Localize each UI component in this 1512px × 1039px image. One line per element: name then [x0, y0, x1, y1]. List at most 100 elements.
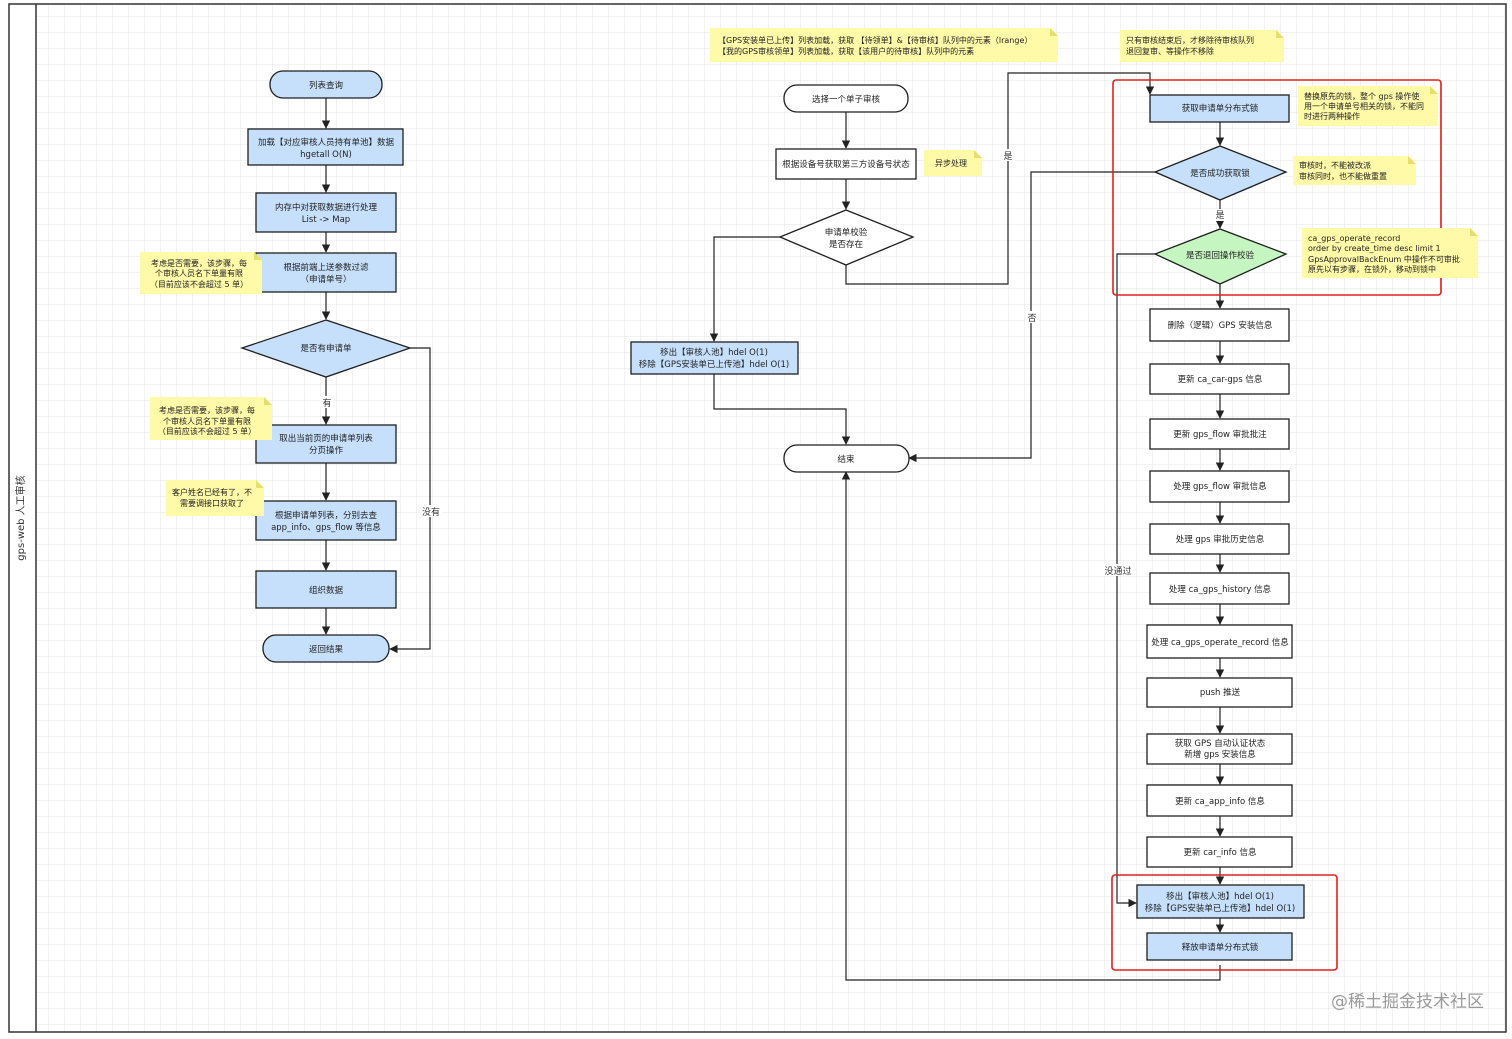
node-organize[interactable]: 组织数据	[255, 570, 397, 609]
middle-flow: 选择一个单子审核 根据设备号获取第三方设备号状态 申请单校验 是否存在 移出【审…	[630, 84, 917, 473]
node-step-approval-history[interactable]: 处理 gps 审批历史信息	[1149, 523, 1290, 555]
note-customer-line1: 客户姓名已经有了，不	[172, 487, 252, 497]
decision-validate[interactable]: 申请单校验 是否存在	[778, 209, 915, 266]
node-step-delete[interactable]: 删除（逻辑）GPS 安装信息	[1149, 308, 1290, 342]
swimlane: gps-web 人工审核	[8, 3, 1507, 1033]
node-step-gps-history-label: 处理 ca_gps_history 信息	[1169, 584, 1272, 595]
node-remove-pools-mid-line1: 移出【审核人池】hdel O(1)	[660, 347, 768, 358]
node-fetch-page-line2: 分页操作	[309, 445, 344, 456]
note-operate-record-line1: ca_gps_operate_record	[1308, 234, 1400, 243]
note-operate-record-line4: 原先以有步骤，在锁外，移动到锁中	[1308, 264, 1436, 274]
node-acquire-lock-label: 获取申请单分布式锁	[1182, 103, 1259, 114]
node-release-lock-label: 释放申请单分布式锁	[1182, 942, 1259, 953]
note-top-list-line2: 【我的GPS审核领单】列表加载，获取【该用户的待审核】队列中的元素	[718, 46, 974, 56]
node-select-one-label: 选择一个单子审核	[812, 94, 881, 105]
decision-rollback-check[interactable]: 是否退回操作校验	[1153, 228, 1288, 285]
node-end[interactable]: 结束	[783, 444, 910, 473]
highlight-lock-region	[1112, 79, 1442, 296]
node-memory-process-line1: 内存中对获取数据进行处理	[275, 202, 378, 213]
note-customer-line2: 需要调接口获取了	[180, 498, 244, 508]
node-auto-auth-line1: 获取 GPS 自动认证状态	[1175, 738, 1266, 749]
edge-label-not-passed: 没通过	[1104, 565, 1131, 577]
edge-label-no-mid: 否	[1027, 313, 1036, 324]
note-replace-lock-line1: 替换原先的锁，整个 gps 操作使	[1304, 91, 1419, 101]
node-memory-process[interactable]: 内存中对获取数据进行处理 List -> Map	[255, 192, 397, 233]
node-list-query[interactable]: 列表查询	[269, 70, 383, 99]
node-memory-process-line2: List -> Map	[302, 215, 350, 225]
note-audit-time-line2: 审核同时，也不能做重置	[1299, 171, 1387, 181]
note-operate-record: ca_gps_operate_record order by create_ti…	[1302, 228, 1478, 278]
node-get-device-label: 根据设备号获取第三方设备号状态	[782, 159, 910, 170]
node-step-push-label: push 推送	[1200, 687, 1241, 698]
edge-label-yes-left: 有	[322, 397, 331, 409]
watermark: @稀土掘金技术社区	[1331, 992, 1484, 1012]
node-return-result-label: 返回结果	[309, 644, 344, 655]
note-consider-2: 考虑是否需要，该步骤，每 个审核人员名下单量有限 （目前应该不会超过 5 单）	[150, 397, 272, 440]
note-operate-record-line2: order by create_time desc limit 1	[1308, 244, 1441, 253]
note-async: 异步处理	[924, 150, 982, 176]
node-step-delete-label: 删除（逻辑）GPS 安装信息	[1168, 320, 1273, 331]
node-step-update-car-gps-label: 更新 ca_car-gps 信息	[1178, 374, 1263, 385]
sticky-notes: 考虑是否需要，该步骤，每 个审核人员名下单量有限 （目前应该不会超过 5 单） …	[140, 28, 1478, 516]
node-organize-label: 组织数据	[309, 585, 344, 596]
node-auto-auth-line2: 新增 gps 安装信息	[1184, 749, 1256, 760]
node-update-app-info-label: 更新 ca_app_info 信息	[1175, 796, 1265, 807]
decision-lock-ok[interactable]: 是否成功获取锁	[1153, 145, 1288, 201]
node-remove-pools-right-line2: 移除【GPS安装单已上传池】hdel O(1)	[1145, 903, 1295, 914]
node-remove-pools-right[interactable]: 移出【审核人池】hdel O(1) 移除【GPS安装单已上传池】hdel O(1…	[1136, 884, 1305, 919]
edge-label-yes-right: 是	[1215, 210, 1224, 221]
node-return-result[interactable]: 返回结果	[262, 634, 390, 663]
node-update-car-info[interactable]: 更新 car_info 信息	[1146, 836, 1293, 868]
node-step-push[interactable]: push 推送	[1146, 677, 1293, 708]
note-audit-end: 只有审核结束后，才移除待审核队列 退回复审、等操作不移除	[1120, 30, 1284, 62]
node-filter-params[interactable]: 根据前端上送参数过滤 （申请单号）	[255, 252, 397, 293]
node-remove-pools-mid-line2: 移除【GPS安装单已上传池】hdel O(1)	[639, 359, 789, 370]
note-audit-end-line1: 只有审核结束后，才移除待审核队列	[1126, 35, 1254, 45]
node-step-operate-record-label: 处理 ca_gps_operate_record 信息	[1151, 637, 1289, 648]
decision-validate-line1: 申请单校验	[825, 227, 868, 238]
note-consider-2-line1: 考虑是否需要，该步骤，每	[159, 405, 255, 415]
note-async-label: 异步处理	[935, 158, 967, 168]
node-remove-pools-mid[interactable]: 移出【审核人池】hdel O(1) 移除【GPS安装单已上传池】hdel O(1…	[630, 341, 799, 375]
node-update-car-info-label: 更新 car_info 信息	[1184, 847, 1257, 858]
node-list-query-label: 列表查询	[309, 80, 343, 91]
node-step-update-car-gps[interactable]: 更新 ca_car-gps 信息	[1149, 363, 1290, 395]
node-end-label: 结束	[837, 454, 855, 465]
node-step-update-flow-note[interactable]: 更新 gps_flow 审批批注	[1149, 418, 1290, 450]
node-get-device[interactable]: 根据设备号获取第三方设备号状态	[775, 148, 917, 180]
note-top-list: 【GPS安装单已上传】列表加载，获取 【待领单】&【待审核】队列中的元素（lra…	[710, 28, 1058, 62]
node-release-lock[interactable]: 释放申请单分布式锁	[1146, 932, 1293, 961]
note-operate-record-line3: GpsApprovalBackEnum 中操作不可审批	[1308, 254, 1460, 264]
decision-has-application[interactable]: 是否有申请单	[239, 319, 413, 378]
edge-labels: 有 没有 是 否 没通过 是	[320, 149, 1227, 577]
note-replace-lock-line2: 用一个申请单号相关的锁，不能同	[1304, 101, 1424, 111]
note-replace-lock-line3: 时进行两种操作	[1304, 111, 1360, 121]
node-load-data[interactable]: 加载【对应审核人员持有单池】数据 hgetall O(N)	[247, 128, 404, 166]
node-select-one[interactable]: 选择一个单子审核	[783, 84, 909, 113]
node-acquire-lock[interactable]: 获取申请单分布式锁	[1149, 94, 1290, 123]
node-query-info-line2: app_info、gps_flow 等信息	[271, 522, 381, 533]
note-consider-1: 考虑是否需要，该步骤，每 个审核人员名下单量有限 （目前应该不会超过 5 单）	[140, 252, 262, 294]
node-query-info-line1: 根据申请单列表，分别去查	[275, 510, 378, 521]
node-update-app-info[interactable]: 更新 ca_app_info 信息	[1146, 784, 1293, 817]
node-load-data-line1: 加载【对应审核人员持有单池】数据	[258, 137, 395, 148]
note-consider-2-line3: （目前应该不会超过 5 单）	[158, 426, 256, 436]
node-step-flow-approval[interactable]: 处理 gps_flow 审批信息	[1149, 470, 1290, 503]
note-consider-1-line3: （目前应该不会超过 5 单）	[150, 279, 248, 289]
node-step-gps-history[interactable]: 处理 ca_gps_history 信息	[1149, 572, 1290, 605]
decision-rollback-check-label: 是否退回操作校验	[1186, 250, 1255, 261]
node-fetch-page[interactable]: 取出当前页的申请单列表 分页操作	[255, 424, 397, 464]
note-consider-1-line2: 个审核人员名下单量有限	[155, 268, 243, 278]
node-auto-auth[interactable]: 获取 GPS 自动认证状态 新增 gps 安装信息	[1146, 733, 1293, 765]
decision-lock-ok-label: 是否成功获取锁	[1190, 168, 1250, 179]
decision-has-application-label: 是否有申请单	[300, 343, 352, 354]
node-query-info[interactable]: 根据申请单列表，分别去查 app_info、gps_flow 等信息	[255, 500, 397, 541]
decision-validate-line2: 是否存在	[829, 239, 863, 250]
highlight-frames	[1111, 79, 1442, 971]
node-remove-pools-right-line1: 移出【审核人池】hdel O(1)	[1166, 891, 1274, 902]
node-filter-params-line2: （申请单号）	[300, 274, 351, 285]
edge-label-no-left: 没有	[422, 506, 440, 518]
swimlane-title: gps-web 人工审核	[14, 475, 27, 560]
node-step-operate-record[interactable]: 处理 ca_gps_operate_record 信息	[1146, 624, 1293, 659]
